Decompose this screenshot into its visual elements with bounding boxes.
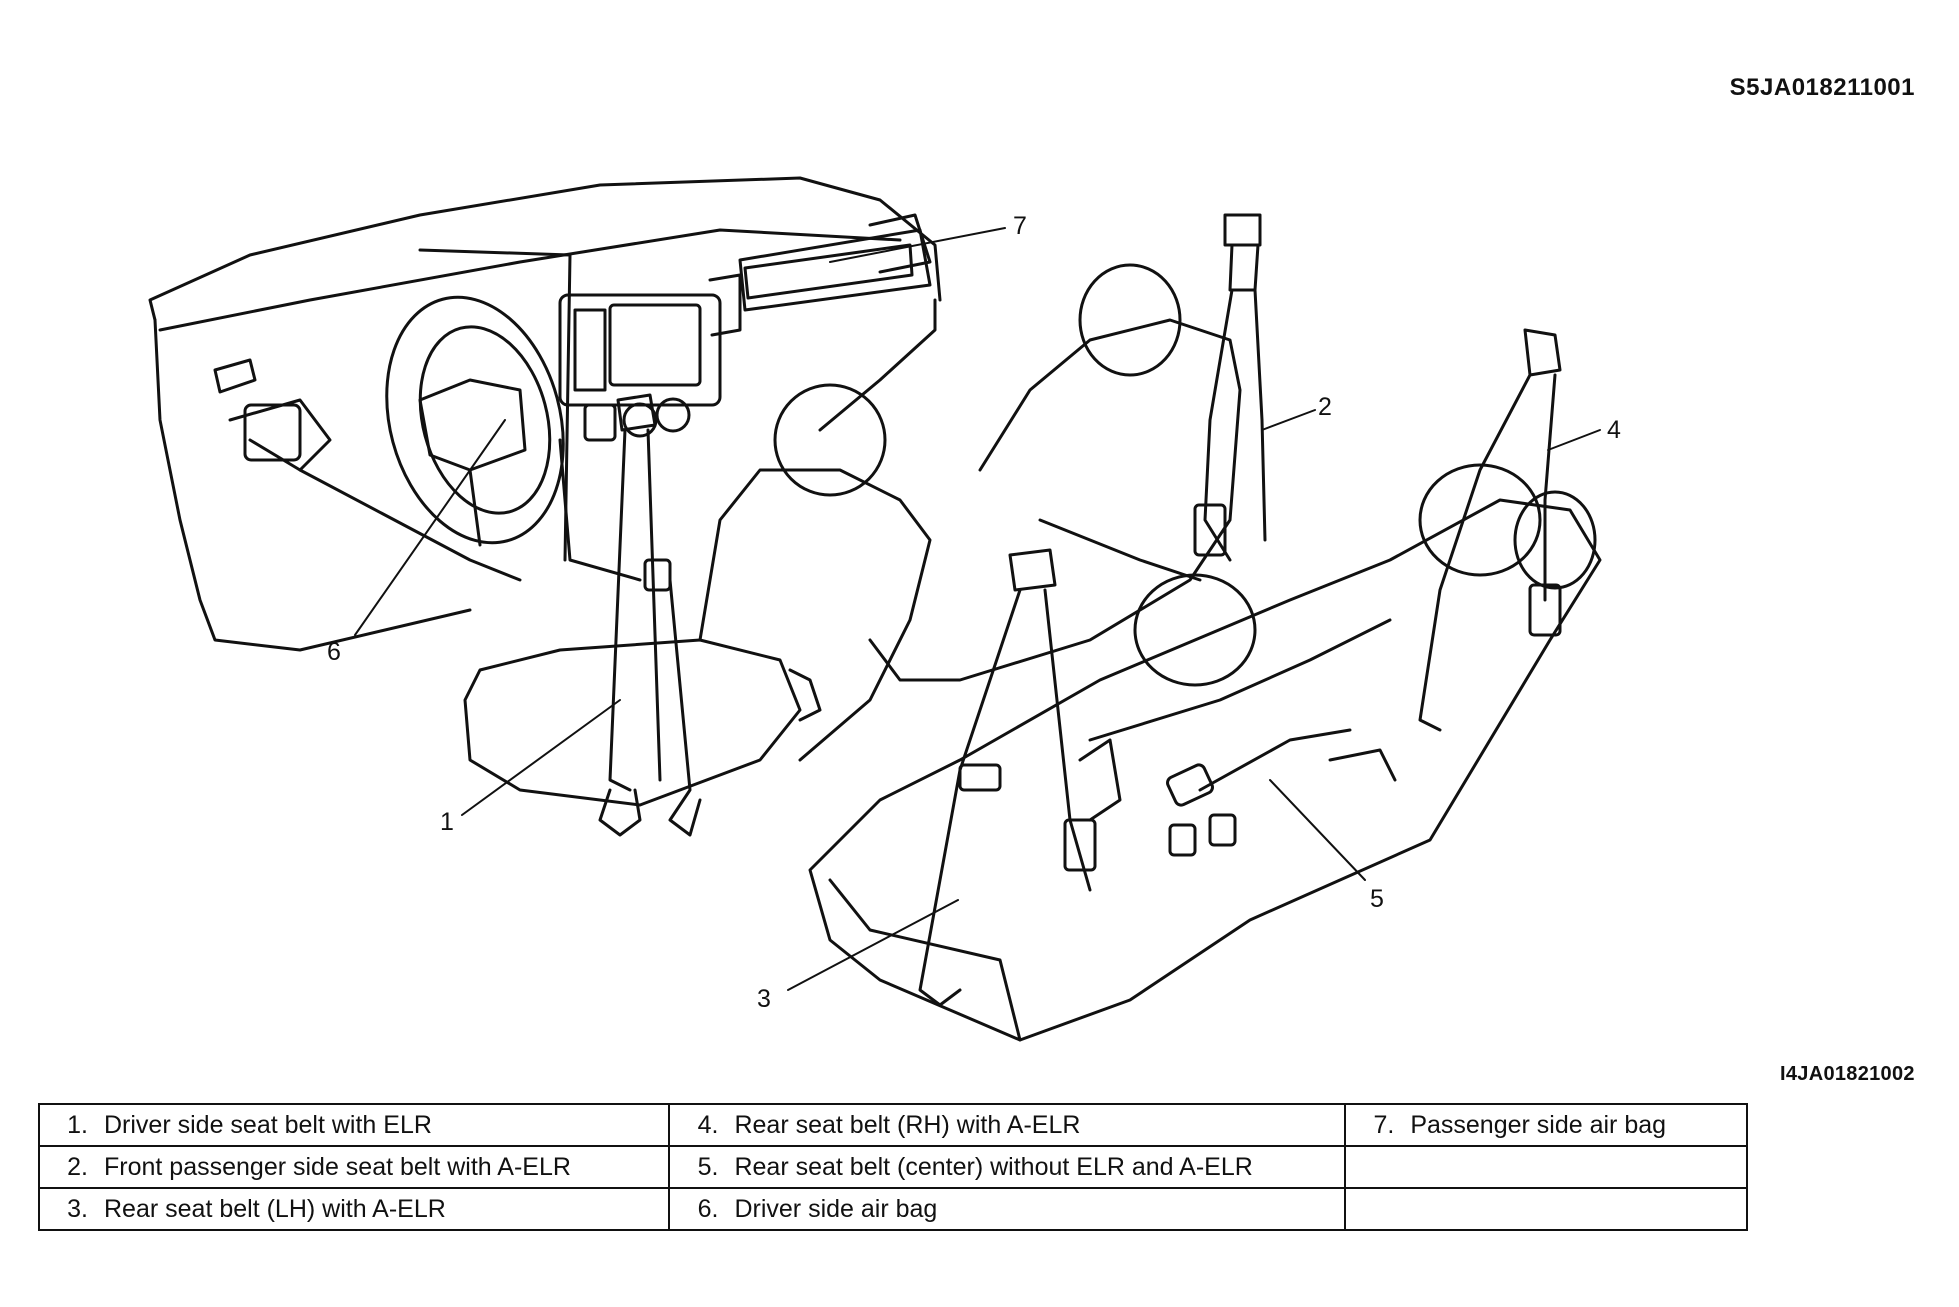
legend-label: Rear seat belt (RH) with A-ELR: [734, 1110, 1081, 1139]
seat-belt-airbag-diagram: 1 2 3 4 5 6 7: [148, 176, 1621, 1042]
legend-cell: 2. Front passenger side seat belt with A-…: [37, 1145, 671, 1189]
front-driver-seat-illustration: [463, 383, 932, 807]
belt-2-illustration: [1193, 213, 1267, 562]
legend-cell: 3. Rear seat belt (LH) with A-ELR: [37, 1187, 671, 1231]
document-code: S5JA018211001: [1729, 74, 1915, 101]
legend-cell: 7. Passenger side air bag: [1344, 1103, 1748, 1147]
callout-2: 2: [1318, 393, 1332, 421]
belt-1-illustration: [598, 393, 702, 837]
callout-3: 3: [757, 985, 771, 1013]
front-passenger-seat-illustration: [868, 263, 1242, 682]
belt-4-illustration: [1418, 328, 1562, 732]
legend-label: Rear seat belt (center) without ELR and …: [734, 1152, 1253, 1181]
legend-label: Driver side seat belt with ELR: [104, 1110, 432, 1139]
legend-cell: 1. Driver side seat belt with ELR: [37, 1103, 671, 1147]
legend-label: Passenger side air bag: [1410, 1110, 1667, 1139]
legend-row: 3. Rear seat belt (LH) with A-ELR 6. Drive…: [37, 1187, 1748, 1231]
legend-label: Front passenger side seat belt with A-EL…: [104, 1152, 571, 1181]
legend-number: 6.: [697, 1194, 719, 1223]
legend-number: 4.: [697, 1110, 719, 1139]
legend-row: 2. Front passenger side seat belt with A-…: [37, 1145, 1748, 1189]
legend-number: 1.: [67, 1110, 88, 1139]
legend-number: 5.: [697, 1152, 719, 1181]
legend-cell: 6. Driver side air bag: [668, 1187, 1347, 1231]
leader-lines: [354, 227, 1601, 991]
legend-cell: [1344, 1145, 1748, 1189]
legend-cell: 5. Rear seat belt (center) without ELR an…: [668, 1145, 1347, 1189]
callout-5: 5: [1370, 885, 1384, 913]
legend-cell: 4. Rear seat belt (RH) with A-ELR: [668, 1103, 1347, 1147]
legend-row: 1. Driver side seat belt with ELR 4. Rear …: [37, 1103, 1748, 1147]
belt-3-illustration: [918, 548, 1097, 1007]
legend-table: 1. Driver side seat belt with ELR 4. Rear …: [37, 1103, 1748, 1231]
callout-4: 4: [1607, 416, 1621, 444]
callout-1: 1: [440, 808, 454, 836]
legend-cell: [1344, 1187, 1748, 1231]
legend-number: 3.: [67, 1194, 88, 1223]
legend-number: 2.: [67, 1152, 88, 1181]
callout-6: 6: [327, 638, 341, 666]
passenger-air-bag-illustration: [743, 243, 914, 300]
callout-7: 7: [1013, 212, 1027, 240]
figure-code: I4JA01821002: [1780, 1063, 1915, 1085]
rear-seat-illustration: [808, 463, 1602, 1042]
legend-label: Rear seat belt (LH) with A-ELR: [104, 1194, 446, 1223]
legend-label: Driver side air bag: [734, 1194, 938, 1223]
legend-number: 7.: [1373, 1110, 1395, 1139]
steering-wheel-illustration: [385, 295, 565, 547]
dashboard-illustration: [148, 176, 942, 652]
